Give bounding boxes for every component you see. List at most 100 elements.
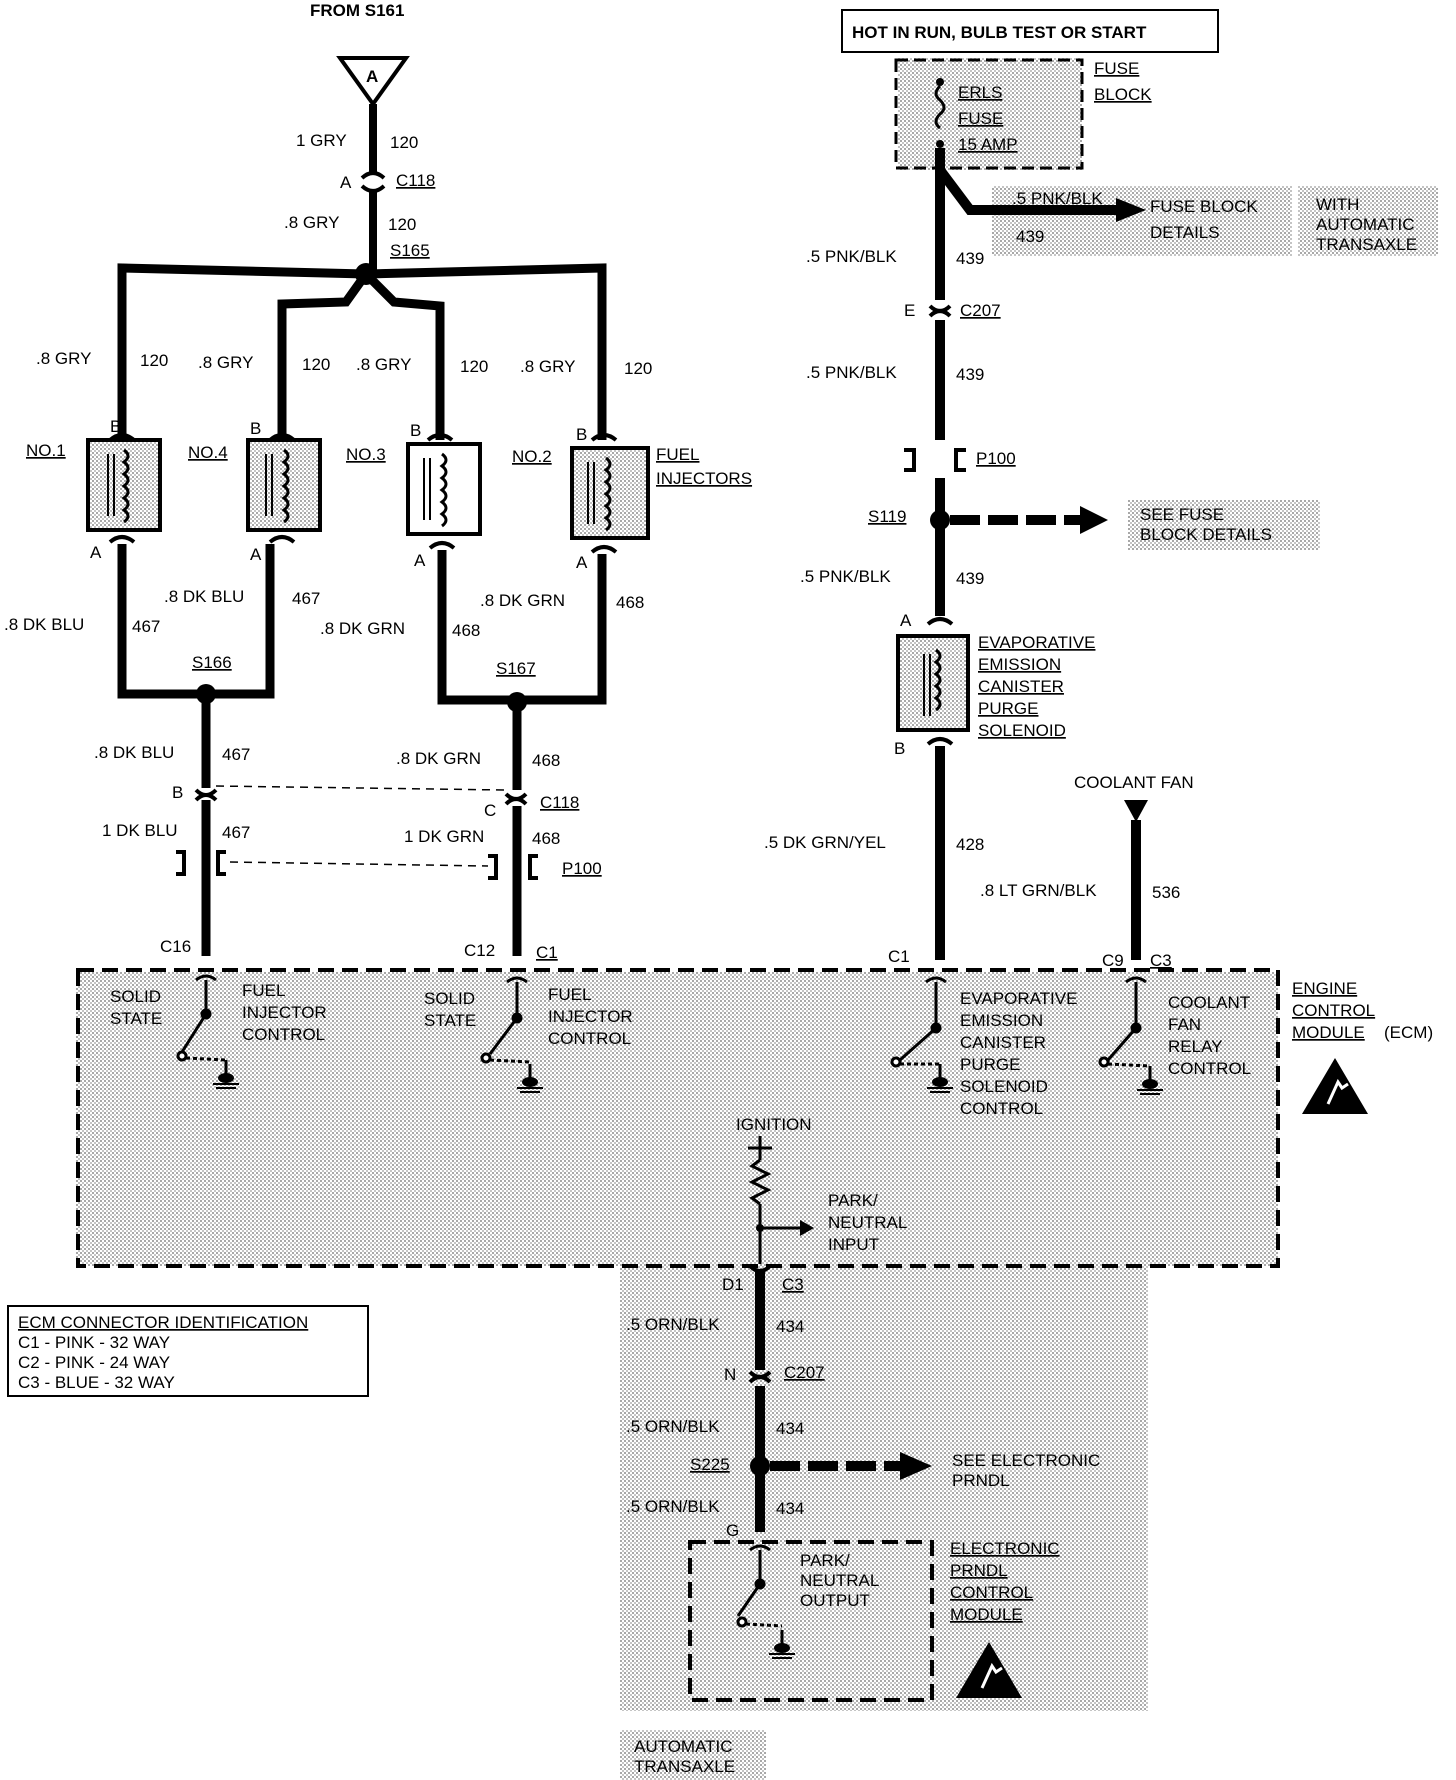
diagram-label: C xyxy=(484,801,496,820)
diagram-label: C1 xyxy=(888,947,910,966)
diagram-label: .5 PNK/BLK xyxy=(806,247,897,266)
diagram-label: B xyxy=(250,419,261,438)
diagram-label: EMISSION xyxy=(978,655,1061,674)
s165-branches xyxy=(117,263,607,440)
diagram-label: INJECTOR xyxy=(548,1007,633,1026)
auto-trans-shade xyxy=(620,1730,766,1780)
diagram-label: 1 GRY xyxy=(296,131,347,150)
diagram-label: MODULE xyxy=(1292,1023,1365,1042)
s166-splice xyxy=(196,684,216,704)
s225-label: S225 xyxy=(690,1455,730,1474)
c207-upper: C207 xyxy=(960,301,1001,320)
diagram-label: CONTROL xyxy=(1168,1059,1251,1078)
diagram-label: .5 DK GRN/YEL xyxy=(764,833,886,852)
diagram-label: FUEL xyxy=(242,981,285,1000)
diagram-label: .8 GRY xyxy=(198,353,253,372)
diagram-label: C3 xyxy=(1150,951,1172,970)
s165-label: S165 xyxy=(390,241,430,260)
diagram-label: INJECTORS xyxy=(656,469,752,488)
trans-shade xyxy=(620,1266,1148,1711)
connector-id-box xyxy=(7,1305,369,1397)
diagram-label: ERLS xyxy=(958,83,1002,102)
diagram-label: 467 xyxy=(292,589,320,608)
diagram-label: PURGE xyxy=(978,699,1038,718)
diagram-label: E xyxy=(904,301,915,320)
ecm-switch-evap xyxy=(890,976,947,1068)
diagram-label: 467 xyxy=(222,823,250,842)
diagram-label: CANISTER xyxy=(978,677,1064,696)
diagram-label: C9 xyxy=(1102,951,1124,970)
diagram-label: INPUT xyxy=(828,1235,879,1254)
diagram-label: PRNDL xyxy=(952,1471,1010,1490)
diagram-label: FUSE xyxy=(1094,59,1139,78)
diagram-label: FAN xyxy=(1168,1015,1201,1034)
diagram-label: NEUTRAL xyxy=(800,1571,879,1590)
injector-no3: B A NO.3 xyxy=(346,421,482,570)
p100-lower-label: P100 xyxy=(562,859,602,878)
diagram-label: C3 - BLUE - 32 WAY xyxy=(18,1373,175,1392)
p100-upper-label: P100 xyxy=(976,449,1016,468)
diagram-label: .5 PNK/BLK xyxy=(806,363,897,382)
diagram-label: C1 - PINK - 32 WAY xyxy=(18,1333,170,1352)
diagram-label: C1 xyxy=(536,943,558,962)
diagram-label: 1 DK BLU xyxy=(102,821,178,840)
s119-splice xyxy=(930,510,950,530)
c118-top: C118 xyxy=(396,171,435,190)
hot-text: HOT IN RUN, BULB TEST OR START xyxy=(852,23,1147,42)
diagram-label: .5 ORN/BLK xyxy=(626,1315,720,1334)
diagram-label: .8 GRY xyxy=(36,349,91,368)
s166-label: S166 xyxy=(192,653,232,672)
diagram-label: A xyxy=(576,553,588,572)
diagram-label: .8 GRY xyxy=(356,355,411,374)
diagram-label: SEE FUSE xyxy=(1140,505,1224,524)
shaded-regions xyxy=(76,58,1438,1780)
diagram-label: 434 xyxy=(776,1317,804,1336)
diagram-label: COOLANT xyxy=(1168,993,1250,1012)
diagram-label: G xyxy=(726,1521,739,1540)
diagram-label: EMISSION xyxy=(960,1011,1043,1030)
diagram-label: C3 xyxy=(782,1275,804,1294)
ecm-switch-2 xyxy=(480,976,531,1064)
diagram-label: B xyxy=(172,783,183,802)
from-s161-triangle xyxy=(336,56,410,108)
from-s161-label: FROM S161 xyxy=(310,1,404,20)
diagram-label: DETAILS xyxy=(1150,223,1220,242)
diagram-label: .5 ORN/BLK xyxy=(626,1497,720,1516)
diagram-label: 120 xyxy=(302,355,330,374)
diagram-label: .8 LT GRN/BLK xyxy=(980,881,1097,900)
diagram-label: B xyxy=(110,417,121,436)
diagram-label: B xyxy=(894,739,905,758)
prndl-module-box xyxy=(688,1540,934,1702)
diagram-label: .8 DK GRN xyxy=(320,619,405,638)
diagram-label: .8 DK BLU xyxy=(94,743,174,762)
fuse-details-shade xyxy=(992,186,1292,256)
diagram-label: 428 xyxy=(956,835,984,854)
diagram-label: 439 xyxy=(1016,227,1044,246)
hot-box xyxy=(841,9,1219,53)
injector-no1: B A NO.1 xyxy=(26,417,162,562)
ecm-switch-1 xyxy=(176,974,227,1062)
diagram-label: .5 PNK/BLK xyxy=(1012,189,1103,208)
diagram-label: ELECTRONIC xyxy=(950,1539,1060,1558)
diagram-label: 120 xyxy=(140,351,168,370)
diagram-label: .8 GRY xyxy=(284,213,339,232)
diagram-label: 439 xyxy=(956,249,984,268)
no3-label: NO.3 xyxy=(346,445,386,464)
diagram-label: 120 xyxy=(460,357,488,376)
diagram-label: WITH xyxy=(1316,195,1359,214)
diagram-label: SOLID xyxy=(110,987,161,1006)
diagram-label: BLOCK xyxy=(1094,85,1152,104)
diagram-label: FUEL xyxy=(656,445,699,464)
diagram-label: 439 xyxy=(956,569,984,588)
coolant-fan-label: COOLANT FAN xyxy=(1074,773,1194,792)
see-fuse-shade xyxy=(1128,500,1320,550)
diagram-label: 120 xyxy=(390,133,418,152)
s167-splice xyxy=(507,692,527,712)
no2-label: NO.2 xyxy=(512,447,552,466)
diagram-label: EVAPORATIVE xyxy=(978,633,1095,652)
p100-lower xyxy=(176,850,538,880)
diagram-label: 467 xyxy=(132,617,160,636)
connector-id-title: ECM CONNECTOR IDENTIFICATION xyxy=(18,1313,308,1332)
c118-lower: C118 xyxy=(540,793,579,812)
